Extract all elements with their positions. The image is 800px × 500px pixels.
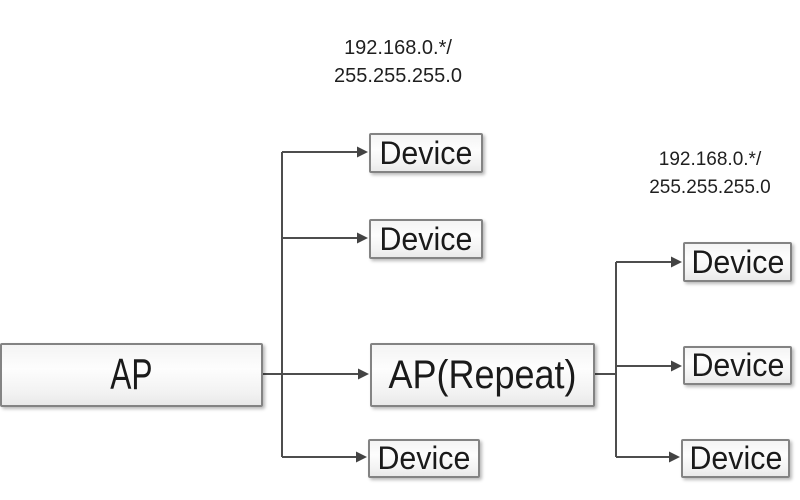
device-label: Device	[691, 243, 784, 280]
subnet-top-line2: 255.255.255.0	[334, 65, 462, 87]
device-node-left-3: Device	[368, 439, 480, 478]
subnet-label-right: 192.168.0.*/ 255.255.255.0	[610, 146, 800, 202]
device-node-right-3: Device	[681, 439, 790, 478]
device-label: Device	[377, 440, 471, 476]
node-ap-label: AP	[110, 350, 153, 399]
device-node-left-2: Device	[369, 219, 483, 259]
device-label: Device	[379, 134, 473, 171]
device-label: Device	[689, 440, 782, 476]
node-ap-repeater: AP(Repeat)	[370, 343, 595, 407]
device-node-left-1: Device	[369, 133, 483, 173]
subnet-right-line2: 255.255.255.0	[649, 177, 771, 198]
arrowhead	[671, 256, 682, 268]
device-node-right-2: Device	[683, 346, 792, 385]
node-ap: AP	[0, 343, 263, 407]
arrowhead	[357, 232, 368, 244]
subnet-top-line1: 192.168.0.*/	[344, 37, 452, 59]
arrowhead	[669, 451, 680, 463]
subnet-right-line1: 192.168.0.*/	[658, 149, 762, 170]
device-label: Device	[379, 220, 473, 257]
device-node-right-1: Device	[683, 242, 792, 282]
subnet-label-top: 192.168.0.*/ 255.255.255.0	[298, 34, 498, 90]
arrowhead	[358, 368, 369, 380]
arrowhead	[357, 146, 368, 158]
arrowhead	[671, 360, 682, 372]
node-ap-repeater-label: AP(Repeat)	[388, 352, 577, 397]
device-label: Device	[691, 347, 784, 383]
arrowhead	[356, 451, 367, 463]
